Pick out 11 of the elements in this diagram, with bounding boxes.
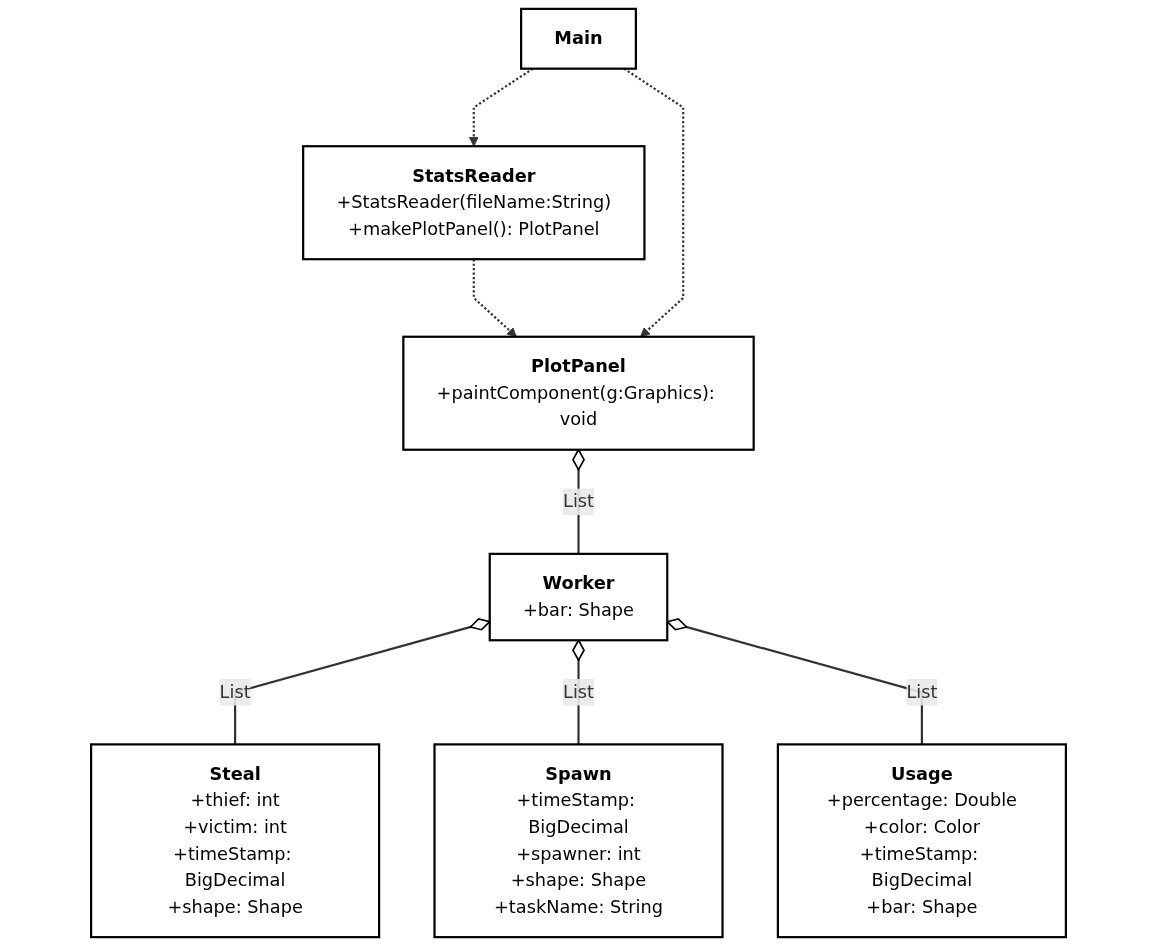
- node-box: Worker +bar: Shape: [488, 552, 669, 642]
- node-box: PlotPanel +paintComponent(g:Graphics): void: [402, 335, 755, 451]
- node-box: StatsReader +StatsReader(fileName:String) +makePlotPanel(): PlotPanel: [302, 145, 646, 261]
- node-box: Spawn +timeStamp: BigDecimal +spawner: int +shape: Shape +taskName: String: [433, 743, 724, 939]
- edge-label: List: [563, 490, 594, 512]
- node-box: Main: [520, 7, 637, 70]
- edge-label: List: [219, 681, 251, 703]
- node-box: Steal +thief: int +victim: int +timeStamp: BigDecimal +shape: Shape: [90, 743, 381, 939]
- node-box: Usage +percentage: Double +color: Color +timeStamp: BigDecimal +bar: Shape: [776, 743, 1067, 939]
- edge-label: List: [906, 681, 938, 703]
- edge-label: List: [563, 681, 594, 703]
